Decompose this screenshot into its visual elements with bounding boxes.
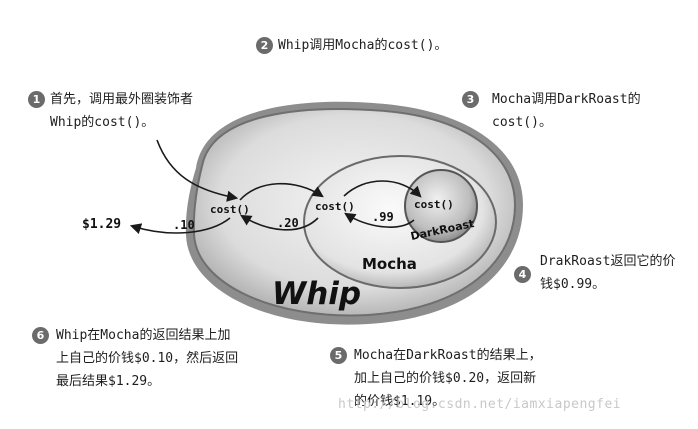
step-text: DrakRoast返回它的价 [540,254,676,269]
arrow-step1 [156,139,239,202]
step-text: Whip的cost()。 [50,115,155,130]
arrow-return-119 [240,214,319,231]
step-number-badge: 1 [28,91,45,108]
arrow-return-129 [129,217,231,235]
watermark: http://blog.csdn.net/iamxiapengfei [338,397,622,412]
darkroast-cost-call: cost() [414,198,454,211]
step-text: cost()。 [492,115,552,130]
step-4: 4 DrakRoast返回它的价 钱$0.99。 [514,250,675,296]
whip-label: Whip [272,276,361,312]
step-text: 钱$0.99。 [540,277,606,292]
step-number-badge: 4 [514,266,531,283]
step-number-badge: 5 [330,347,347,364]
step-text: Mocha调用DarkRoast的 [492,92,641,107]
step-number-badge: 2 [256,37,273,54]
step-text: Whip调用Mocha的cost()。 [278,38,448,53]
arrow-return-099 [344,212,415,228]
step-text: Mocha在DarkRoast的结果上， [354,348,542,363]
step-text: Whip在Mocha的返回结果上加 [56,328,231,343]
step-3: 3 Mocha调用DarkRoast的 cost()。 [462,88,641,134]
mocha-cost-call: cost() [315,200,355,213]
whip-added-price: .10 [173,218,195,232]
whip-cost-call: cost() [210,203,250,216]
step-text: 首先，调用最外圈装饰者 [50,92,194,107]
step-text: 最后结果$1.29。 [56,374,161,389]
step-text: 的价钱$1.19。 [354,394,446,409]
arrow-call-mocha [239,182,324,201]
mocha-label: Mocha [362,255,417,273]
mocha-added-price: .20 [277,216,299,230]
step-2: 2 Whip调用Mocha的cost()。 [256,34,447,57]
step-1: 1 首先，调用最外圈装饰者 Whip的cost()。 [28,88,193,134]
step-5: 5 Mocha在DarkRoast的结果上， 加上自己的价钱$0.20，返回新 … [330,344,542,413]
arrow-call-darkroast [343,180,422,198]
step-text: 上自己的价钱$0.10，然后返回 [56,351,239,366]
step-number-badge: 6 [32,327,49,344]
step-number-badge: 3 [462,91,479,108]
final-price: $1.29 [82,217,121,232]
step-text: 加上自己的价钱$0.20，返回新 [354,371,537,386]
darkroast-price: .99 [372,210,394,224]
darkroast-layer [404,169,478,243]
step-6: 6 Whip在Mocha的返回结果上加 上自己的价钱$0.10，然后返回 最后结… [32,324,238,393]
